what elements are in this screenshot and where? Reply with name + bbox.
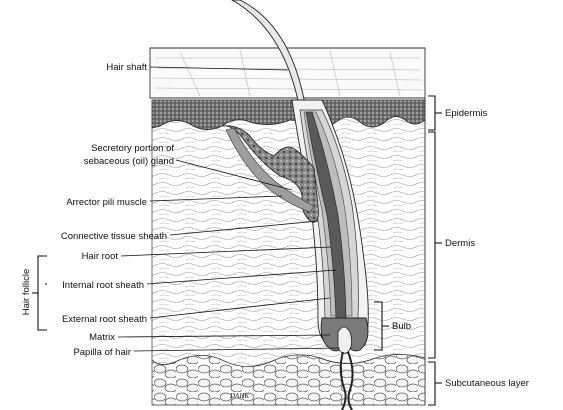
- arrector-pili-drawing: [225, 127, 315, 213]
- leader-external-root: [149, 297, 331, 319]
- leader-internal-root: [146, 269, 337, 285]
- label-epidermis: Epidermis: [445, 108, 487, 119]
- label-secretory-line1: Secretory portion of: [91, 143, 174, 154]
- label-hair-follicle: Hair follicle: [21, 269, 32, 315]
- label-internal-root-sheath: Internal root sheath: [62, 280, 144, 291]
- leader-papilla: [133, 347, 341, 352]
- bracket-dermis: [428, 131, 436, 359]
- label-external-root-sheath: External root sheath: [62, 314, 147, 325]
- bracket-hair-follicle: [37, 255, 45, 331]
- leader-lines: [117, 66, 341, 352]
- sebaceous-gland-drawing: [221, 125, 319, 223]
- papilla-drawing: [337, 326, 352, 354]
- label-connective-tissue: Connective tissue sheath: [61, 231, 167, 242]
- blood-vessels: [339, 351, 354, 410]
- subcutaneous-layer: [151, 354, 426, 406]
- label-hair-root: Hair root: [82, 251, 119, 262]
- label-papilla: Papilla of hair: [73, 347, 131, 358]
- leader-secretory: [175, 159, 293, 191]
- layer-brackets: [374, 95, 442, 406]
- labels: Hair shaft Secretory portion of sebaceou…: [21, 62, 529, 389]
- label-subcutaneous-layer: Subcutaneous layer: [445, 378, 529, 389]
- label-matrix: Matrix: [89, 332, 115, 343]
- leader-hair-root: [120, 246, 332, 257]
- leader-hair-shaft: [149, 66, 289, 71]
- artist-signature: DAHK: [229, 392, 249, 400]
- label-secretory-line2: sebaceous (oil) gland: [84, 156, 174, 167]
- label-arrector-pili: Arrector pili muscle: [66, 197, 147, 208]
- label-dermis: Dermis: [445, 238, 475, 249]
- bracket-subcutaneous: [428, 361, 436, 406]
- hair-follicle-structure: DAHK: [221, 0, 369, 410]
- label-hair-shaft: Hair shaft: [106, 62, 147, 73]
- label-bulb: Bulb: [392, 321, 411, 332]
- hair-follicle-bracket: [32, 255, 47, 331]
- leader-matrix: [117, 334, 331, 338]
- leader-connective: [169, 220, 319, 236]
- skin-block: [149, 47, 426, 406]
- bracket-follicle-inner: [45, 255, 47, 331]
- leader-arrector: [149, 195, 283, 202]
- bracket-epidermis: [428, 95, 436, 131]
